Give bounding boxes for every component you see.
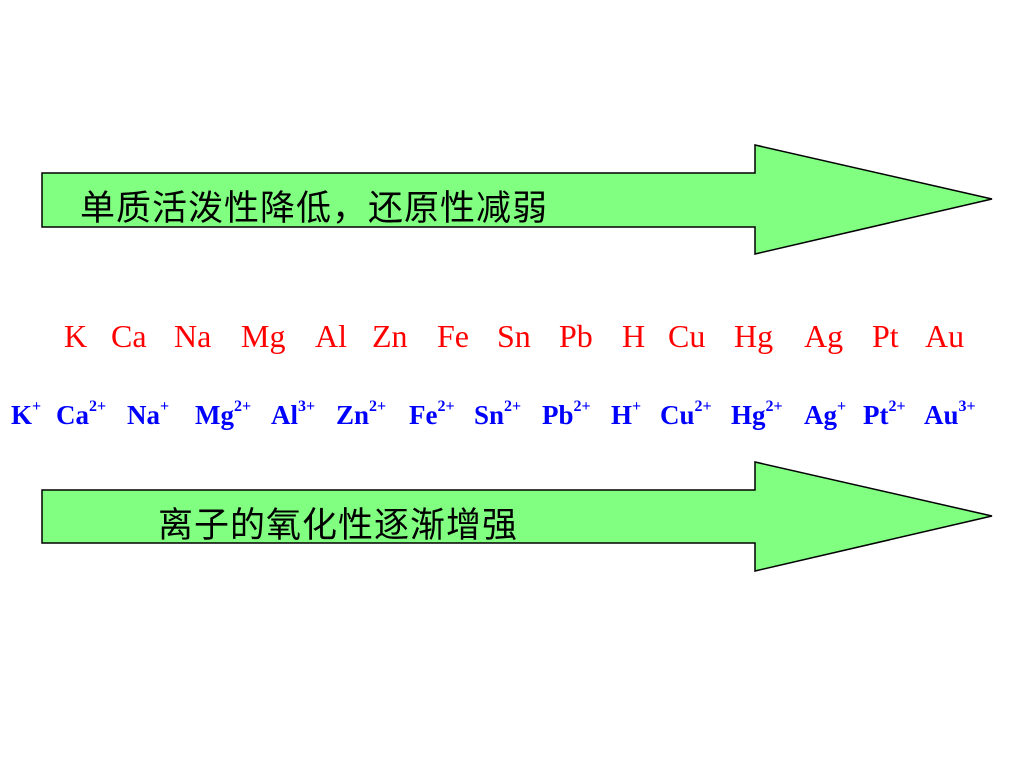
ion-symbol: Cu — [660, 400, 695, 430]
ion: Fe2+ — [409, 398, 455, 431]
ion-charge: + — [837, 398, 847, 415]
ion: Al3+ — [271, 398, 316, 431]
ion: Ag+ — [804, 398, 847, 431]
ion-symbol: Pt — [863, 400, 889, 430]
metal-symbol: Ca — [111, 318, 147, 354]
metal-symbol: Al — [315, 318, 347, 354]
ion-charge: 2+ — [694, 398, 712, 415]
metal-symbol: Pt — [872, 318, 899, 354]
ion-symbol: Na — [127, 400, 160, 430]
metal-symbol: Au — [925, 318, 965, 354]
metal-symbol: Na — [174, 318, 212, 354]
ion-charge: 3+ — [298, 398, 316, 415]
ion-symbol: Au — [924, 400, 959, 430]
ion-charge: 3+ — [958, 398, 976, 415]
ion: Ca2+ — [56, 398, 107, 431]
metal-symbol: Pb — [559, 318, 593, 354]
ion: Na+ — [127, 398, 170, 431]
ion-charge: 2+ — [504, 398, 522, 415]
metal-symbol: Cu — [668, 318, 706, 354]
ion-charge: 2+ — [573, 398, 591, 415]
ion: Mg2+ — [195, 398, 252, 431]
metal-symbol: H — [622, 318, 646, 354]
ion-charge: 2+ — [888, 398, 906, 415]
ion-charge: 2+ — [89, 398, 107, 415]
ion: Cu2+ — [660, 398, 712, 431]
metal-symbol: Mg — [241, 318, 286, 354]
ion-charge: 2+ — [369, 398, 387, 415]
ion: Hg2+ — [731, 398, 783, 431]
top-arrow-shape — [41, 144, 993, 255]
metal-symbol: Fe — [437, 318, 469, 354]
ion: Pb2+ — [542, 398, 591, 431]
ion: Sn2+ — [474, 398, 522, 431]
ion-symbol: H — [611, 400, 633, 430]
bottom-arrow-label: 离子的氧化性逐渐增强 — [158, 506, 519, 546]
ion-symbol: Sn — [474, 400, 505, 430]
ion: Zn2+ — [336, 398, 387, 431]
metal-symbol: Zn — [372, 318, 408, 354]
metal-symbol: Sn — [497, 318, 531, 354]
ion-symbol: Ca — [56, 400, 89, 430]
ion-charge: 2+ — [765, 398, 783, 415]
ion-symbol: K — [11, 400, 33, 430]
ion-symbol: Pb — [542, 400, 574, 430]
ion-charge: + — [32, 398, 42, 415]
ion-symbol: Fe — [409, 400, 438, 430]
ion-charge: 2+ — [437, 398, 455, 415]
ion-symbol: Mg — [195, 400, 234, 430]
ion-charge: + — [160, 398, 170, 415]
ion-charge: 2+ — [233, 398, 252, 415]
ion-symbol: Zn — [336, 400, 370, 430]
ion: Au3+ — [924, 398, 976, 431]
ion: Pt2+ — [863, 398, 906, 431]
ion: H+ — [611, 398, 642, 431]
metal-symbol: K — [64, 318, 88, 354]
ion-symbol: Al — [271, 400, 298, 430]
metal-symbol: Ag — [804, 318, 844, 354]
bottom-arrow-shape — [41, 461, 993, 572]
top-arrow-label: 单质活泼性降低，还原性减弱 — [80, 189, 549, 229]
ion-symbol: Hg — [731, 400, 766, 430]
metal-symbol: Hg — [734, 318, 774, 354]
ion: K+ — [11, 398, 42, 431]
ion-symbol: Ag — [804, 400, 837, 430]
ion-charge: + — [632, 398, 642, 415]
